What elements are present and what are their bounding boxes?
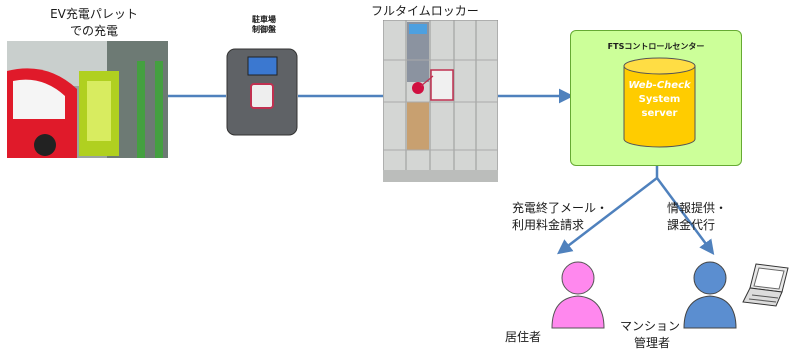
manager-message-line1: 情報提供・ bbox=[667, 201, 728, 215]
ev-label-line1: EV充電パレット bbox=[50, 7, 138, 21]
parking-label-line2: 制御盤 bbox=[252, 25, 276, 34]
parking-control-label: 駐車場 制御盤 bbox=[244, 15, 284, 35]
manager-message-line2: 課金代行 bbox=[667, 218, 716, 232]
parking-label-line1: 駐車場 bbox=[252, 15, 276, 24]
parking-control-panel bbox=[226, 48, 298, 136]
ev-charging-photo bbox=[7, 41, 168, 158]
ev-charging-label: EV充電パレット での充電 bbox=[34, 6, 154, 40]
manager-arrow bbox=[655, 177, 715, 256]
resident-arrow bbox=[557, 177, 658, 255]
ev-label-line2: での充電 bbox=[69, 24, 118, 38]
server-label: Web-Check System server bbox=[622, 79, 697, 121]
manager-label: マンション 管理者 bbox=[620, 318, 680, 352]
laptop-icon bbox=[742, 262, 790, 308]
manager-person-icon bbox=[680, 258, 740, 330]
resident-message: 充電終了メール・ 利用料金請求 bbox=[512, 200, 608, 234]
manager-label-line1: マンション bbox=[620, 319, 681, 333]
manager-label-line2: 管理者 bbox=[634, 336, 671, 350]
locker-cabinet bbox=[382, 19, 499, 183]
server-label-line3: server bbox=[641, 108, 678, 119]
resident-message-line1: 充電終了メール・ bbox=[512, 201, 609, 215]
resident-message-line2: 利用料金請求 bbox=[512, 218, 585, 232]
resident-person-icon bbox=[548, 258, 608, 330]
server-label-line2: System bbox=[638, 94, 681, 105]
manager-message: 情報提供・ 課金代行 bbox=[667, 200, 727, 234]
resident-label: 居住者 bbox=[505, 330, 542, 344]
fts-center-label: FTSコントロールセンター bbox=[607, 42, 705, 51]
server-cylinder bbox=[622, 56, 697, 149]
server-label-line1: Web-Check bbox=[628, 80, 691, 91]
locker-label: フルタイムロッカー bbox=[371, 4, 479, 18]
